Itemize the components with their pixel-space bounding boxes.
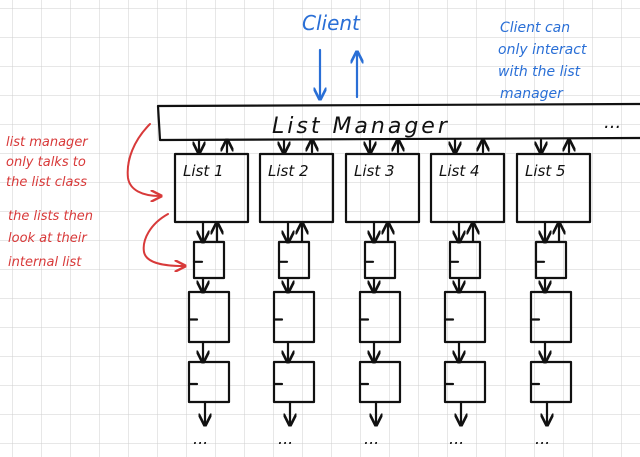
red-note-1-line-3: the list class <box>6 175 87 190</box>
red-note-2-line-1: the lists then <box>8 209 93 224</box>
list-5: List 5... <box>515 140 592 448</box>
list-3: List 3... <box>344 140 421 448</box>
chain-node <box>272 360 316 404</box>
chain-node <box>277 240 311 280</box>
list-4: List 4... <box>429 140 506 448</box>
red-note-1-line-2: only talks to <box>6 155 86 170</box>
chain-node <box>187 360 231 404</box>
chain-node <box>443 360 487 404</box>
red-note-2-line-2: look at their <box>8 231 88 246</box>
list-manager-ellipsis: ... <box>604 112 621 133</box>
list-manager-label: List Manager <box>272 114 450 139</box>
chain-ellipsis: ... <box>364 429 379 448</box>
chain-node <box>529 290 573 344</box>
client-note: Client can only interact with the list m… <box>498 20 587 102</box>
chain-ellipsis: ... <box>193 429 208 448</box>
chain-node <box>358 290 402 344</box>
list-2: List 2... <box>258 140 335 448</box>
red-note-1: list manager only talks to the list clas… <box>6 123 160 196</box>
chain-ellipsis: ... <box>449 429 464 448</box>
red-note-2: the lists then look at their internal li… <box>8 209 184 270</box>
client-label: Client <box>302 11 361 35</box>
red-note-2-arrow <box>142 213 184 266</box>
chain-node <box>187 290 231 344</box>
list-label: List 3 <box>354 162 395 180</box>
list-label: List 1 <box>183 162 224 180</box>
list-label: List 2 <box>268 162 309 180</box>
client-note-line-3: with the list <box>498 64 581 80</box>
list-label: List 4 <box>439 162 480 180</box>
red-note-1-arrow <box>126 123 160 196</box>
chain-node <box>443 290 487 344</box>
chain-node <box>363 240 397 280</box>
chain-node <box>192 240 226 280</box>
chain-node <box>534 240 568 280</box>
client-note-line-2: only interact <box>498 42 587 58</box>
chain-ellipsis: ... <box>535 429 550 448</box>
list-label: List 5 <box>525 162 566 180</box>
chain-node <box>448 240 482 280</box>
chain-node <box>358 360 402 404</box>
chain-node <box>272 290 316 344</box>
client-note-line-1: Client can <box>500 20 570 36</box>
client-note-line-4: manager <box>500 86 564 102</box>
chain-node <box>529 360 573 404</box>
list-1: List 1... <box>173 140 250 448</box>
red-note-2-line-3: internal list <box>8 255 82 270</box>
chain-ellipsis: ... <box>278 429 293 448</box>
lists-layer: List 1...List 2...List 3...List 4...List… <box>173 140 592 448</box>
red-note-1-line-1: list manager <box>6 135 89 150</box>
